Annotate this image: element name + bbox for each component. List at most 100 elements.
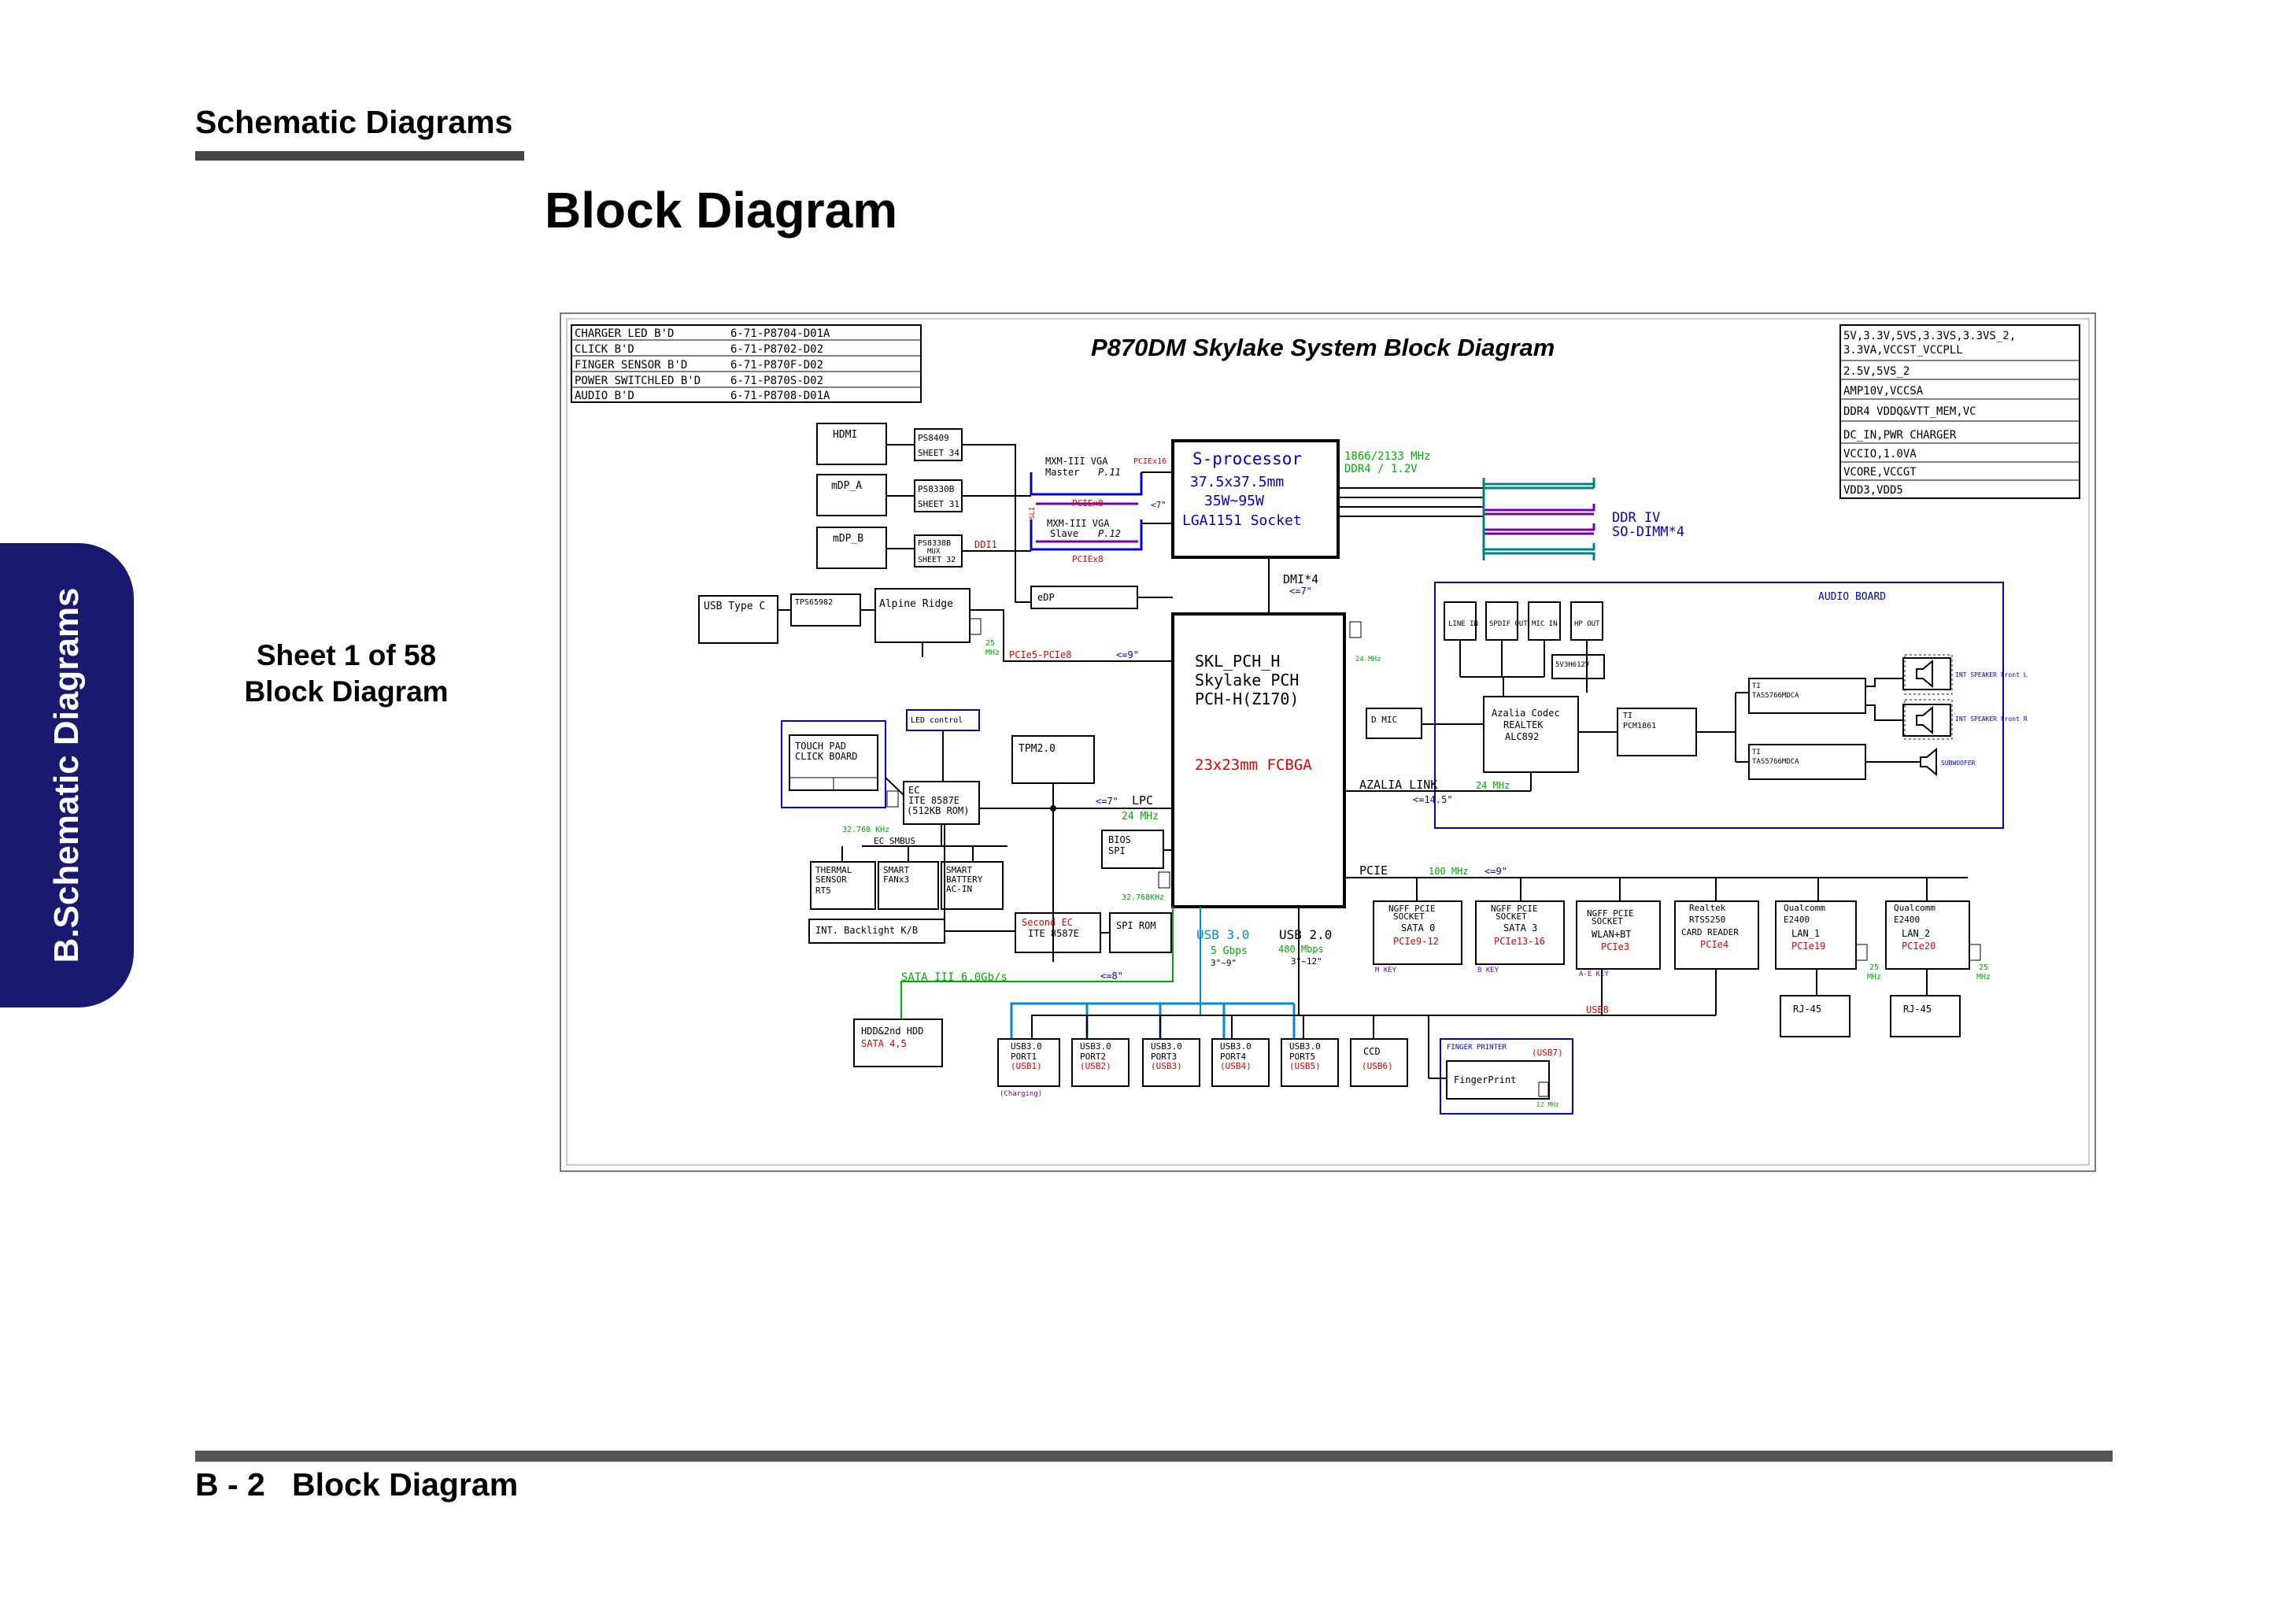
speaker-left: INT SPEAKER Front L — [1955, 671, 2028, 678]
vga-pciex16: PCIEx16 — [1133, 457, 1166, 466]
diagram-inner-frame — [566, 318, 2090, 1166]
lpc-length: <=7" — [1096, 796, 1118, 807]
svg-text:SOCKET: SOCKET — [1496, 911, 1527, 922]
azalia-length: <=14.5" — [1413, 794, 1453, 805]
jack-line-in: LINE IN — [1448, 620, 1478, 628]
board-pn-2: 6-71-P8702-D02 — [730, 343, 823, 356]
svg-text:MHz: MHz — [1867, 973, 1881, 982]
pcie-label: PCIE — [1359, 863, 1388, 878]
svg-text:PCIe20: PCIe20 — [1902, 941, 1936, 952]
page-title: Block Diagram — [545, 182, 898, 238]
svg-text:SENSOR: SENSOR — [815, 874, 847, 885]
rail-2: 3.3VA,VCCST_VCCPLL — [1843, 344, 1963, 357]
sheet-info: Sheet 1 of 58 Block Diagram — [205, 638, 488, 710]
svg-text:SATA 0: SATA 0 — [1401, 922, 1435, 934]
cpu-name: S-processor — [1192, 449, 1302, 468]
svg-text:TI: TI — [1623, 712, 1632, 720]
rail-9: VDD3,VDD5 — [1843, 484, 1903, 497]
vga-sli: SLI — [1029, 507, 1037, 519]
svg-text:(USB2): (USB2) — [1080, 1061, 1111, 1071]
hdmi-label: HDMI — [833, 429, 857, 441]
ddr-frequency: 1866/2133 MHz — [1344, 450, 1431, 463]
svg-text:Qualcomm: Qualcomm — [1784, 903, 1825, 913]
svg-text:PCIe9-12: PCIe9-12 — [1393, 936, 1439, 947]
cpu-block — [1171, 439, 1340, 559]
svg-text:Qualcomm: Qualcomm — [1894, 903, 1936, 913]
svg-text:(USB5): (USB5) — [1289, 1061, 1321, 1071]
rj45-1 — [1780, 995, 1850, 1037]
svg-text:Alpine Ridge: Alpine Ridge — [879, 598, 953, 610]
svg-text:CLICK BOARD: CLICK BOARD — [795, 751, 857, 762]
svg-text:PORT1: PORT1 — [1011, 1052, 1037, 1062]
touchpad-board — [781, 720, 886, 808]
usb-port-2 — [1071, 1038, 1130, 1087]
ec-smbus-label: EC SMBUS — [874, 836, 915, 846]
board-pn-4: 6-71-P870S-D02 — [730, 375, 823, 387]
sheet-number: Sheet 1 of 58 — [256, 639, 437, 671]
svg-text:BIOS: BIOS — [1108, 834, 1131, 845]
side-tab-label: B.Schematic Diagrams — [47, 587, 86, 963]
svg-text:ITE 8587E: ITE 8587E — [1028, 928, 1079, 939]
clock-24mhz: 24 MHz — [1355, 656, 1381, 664]
pch-package: 23x23mm FCBGA — [1195, 756, 1312, 774]
audio-regulator — [1551, 654, 1605, 679]
cpu-package: 37.5x37.5mm — [1190, 474, 1284, 490]
rtc-clock: 32.768KHz — [1122, 893, 1164, 902]
vga-master-line2: Master — [1045, 467, 1079, 478]
spi-rom — [1109, 912, 1172, 953]
rail-6: DC_IN,PWR CHARGER — [1843, 429, 1957, 442]
usb3-label: USB 3.0 — [1196, 927, 1249, 942]
mdp-b-label: mDP_B — [833, 533, 863, 545]
svg-text:PCIe19: PCIe19 — [1791, 941, 1825, 952]
pch-block — [1171, 612, 1346, 908]
rail-4: AMP10V,VCCSA — [1843, 385, 1924, 397]
alpine-ridge-chip — [874, 588, 971, 643]
diagram-title: P870DM Skylake System Block Diagram — [1091, 334, 1555, 361]
svg-text:AC-IN: AC-IN — [946, 884, 972, 894]
vga-master-line1: MXM-III VGA — [1045, 456, 1108, 467]
svg-text:TPM2.0: TPM2.0 — [1019, 743, 1056, 755]
svg-text:PORT2: PORT2 — [1080, 1052, 1106, 1062]
tbt-length: <=9" — [1116, 649, 1139, 660]
svg-text:SPI: SPI — [1108, 845, 1126, 856]
power-rails-table: 5V,3.3V,5VS,3.3VS,3.3VS_2, 3.3VA,VCCST_V… — [1839, 324, 2080, 499]
ngff-socket-b — [1475, 900, 1565, 965]
svg-text:FINGER PRINTER: FINGER PRINTER — [1447, 1044, 1507, 1052]
usb-port-3 — [1142, 1038, 1200, 1087]
usb-sata: USB 3.0 5 Gbps 3"~9" USB 2.0 480 Mbps 3"… — [853, 907, 1717, 1115]
ddr-voltage: DDR4 / 1.2V — [1344, 463, 1418, 475]
svg-text:TI: TI — [1752, 682, 1761, 690]
usb-port-5 — [1281, 1038, 1339, 1087]
svg-text:LAN_1: LAN_1 — [1791, 928, 1820, 939]
rail-3: 2.5V,5VS_2 — [1843, 365, 1910, 378]
ddr-bus-lines — [1338, 487, 1484, 517]
svg-text:M KEY: M KEY — [1375, 967, 1397, 974]
pcie-devices: PCIE 100 MHz <=9" NGFF PCIE SOCKET SATA … — [1344, 863, 1991, 1037]
subwoofer: SUBWOOFER — [1941, 760, 1976, 767]
svg-text:USB3.0: USB3.0 — [1220, 1041, 1252, 1052]
footer-page-number: B - 2 — [195, 1466, 265, 1503]
ec-clock: 32.768 KHz — [842, 826, 889, 834]
tbt-pcie-lanes: PCIe5-PCIe8 — [1009, 649, 1071, 660]
svg-text:A-E KEY: A-E KEY — [1579, 970, 1610, 978]
amplifier-1 — [1748, 678, 1866, 714]
svg-text:ITE 8587E: ITE 8587E — [908, 795, 959, 806]
svg-text:(USB4): (USB4) — [1220, 1061, 1252, 1071]
svg-text:SATA 3: SATA 3 — [1503, 922, 1537, 934]
azalia-clock: 24 MHz — [1476, 780, 1510, 791]
svg-text:SOCKET: SOCKET — [1393, 911, 1425, 922]
cpu-tdp: 35W~95W — [1204, 493, 1264, 509]
svg-text:5V3H612V: 5V3H612V — [1555, 661, 1590, 669]
vga-pciex8-master: PCIEx8 — [1072, 498, 1104, 508]
hdd-drives — [853, 1019, 943, 1067]
rail-5: DDR4 VDDQ&VTT_MEM,VC — [1843, 405, 1976, 418]
svg-text:PCIe3: PCIe3 — [1601, 941, 1629, 952]
side-tab[interactable]: B.Schematic Diagrams — [0, 543, 134, 1007]
ddi1-label: DDI1 — [974, 539, 997, 550]
jack-hp-out: HP OUT — [1574, 620, 1600, 628]
mxm-vga-cards: MXM-III VGA Master P.11 PCIEx16 PCIEx8 <… — [1029, 456, 1173, 564]
svg-text:25: 25 — [1869, 963, 1879, 972]
svg-text:BATTERY: BATTERY — [946, 874, 983, 885]
usb-port-1 — [997, 1038, 1060, 1087]
svg-text:(USB3): (USB3) — [1151, 1061, 1182, 1071]
